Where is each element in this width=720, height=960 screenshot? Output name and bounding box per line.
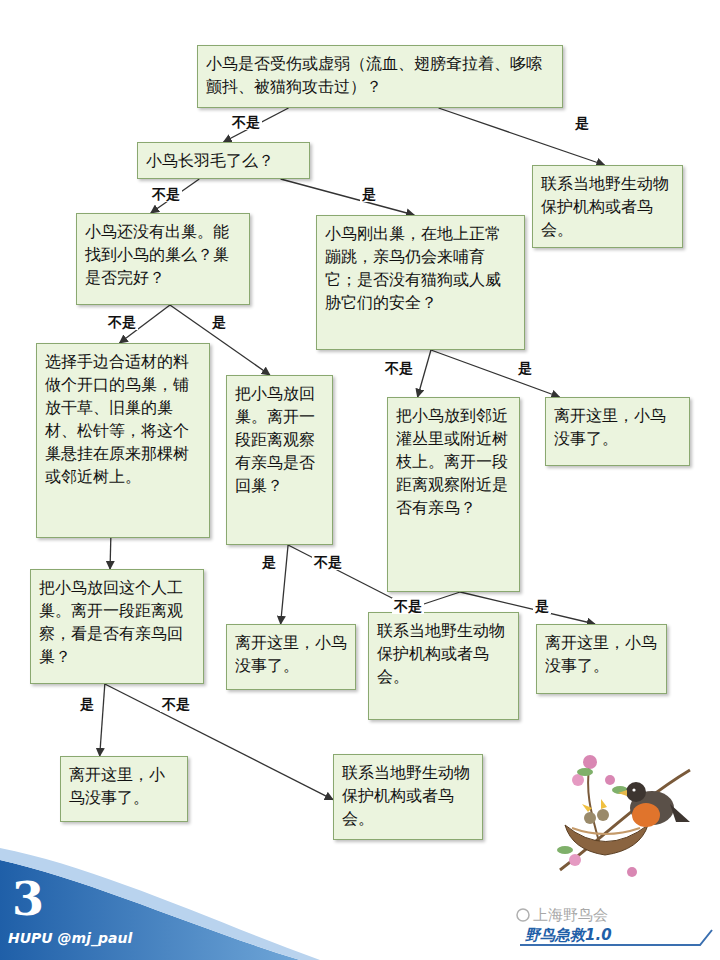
box-text: 离开这里，小鸟没事了。 [545, 631, 658, 677]
action-box: 联系当地野生动物保护机构或者鸟会。 [532, 165, 683, 248]
edge-label: 不是 [230, 114, 262, 130]
end-box: 离开这里，小鸟没事了。 [536, 624, 667, 694]
decision-box: 小鸟还没有出巢。能找到小鸟的巢么？巢是否完好？ [76, 213, 250, 305]
decision-box: 小鸟是否受伤或虚弱（流血、翅膀耷拉着、哆嗦颤抖、被猫狗攻击过）？ [197, 45, 563, 108]
swoosh-edge [0, 848, 320, 960]
box-text: 小鸟长羽毛了么？ [146, 149, 301, 172]
box-text: 把小鸟放回巢。离开一段距离观察有亲鸟是否回巢？ [235, 382, 324, 497]
connector [281, 545, 288, 624]
connector [431, 350, 560, 397]
box-text: 联系当地野生动物保护机构或者鸟会。 [342, 761, 474, 830]
connector [418, 350, 431, 397]
bird-illustration [557, 755, 690, 877]
edge-label: 是 [210, 314, 228, 330]
box-text: 离开这里，小鸟没事了。 [235, 631, 347, 677]
decision-box: 小鸟长羽毛了么？ [137, 142, 310, 179]
edge-label: 是 [78, 696, 96, 712]
wechat-icon [517, 909, 529, 921]
decision-box: 小鸟刚出巢，在地上正常蹦跳，亲鸟仍会来哺育它；是否没有猫狗或人威胁它们的安全？ [316, 215, 525, 350]
box-text: 把小鸟放到邻近灌丛里或附近树枝上。离开一段距离观察附近是否有亲鸟？ [396, 404, 511, 519]
credit: HUPU @mj_paul [8, 930, 132, 946]
decision-box: 把小鸟放回巢。离开一段距离观察有亲鸟是否回巢？ [226, 375, 333, 545]
edge-label: 是 [260, 554, 278, 570]
box-text: 离开这里，小鸟没事了。 [69, 763, 179, 809]
connector [109, 538, 111, 569]
edge-label: 是 [516, 360, 534, 376]
end-box: 离开这里，小鸟没事了。 [545, 397, 690, 466]
box-text: 小鸟是否受伤或虚弱（流血、翅膀耷拉着、哆嗦颤抖、被猫狗攻击过）？ [206, 52, 554, 98]
box-text: 联系当地野生动物保护机构或者鸟会。 [541, 172, 674, 241]
box-text: 小鸟刚出巢，在地上正常蹦跳，亲鸟仍会来哺育它；是否没有猫狗或人威胁它们的安全？ [325, 222, 516, 314]
edge-label: 不是 [150, 186, 182, 202]
action-box: 选择手边合适材的料做个开口的鸟巢，铺放干草、旧巢的巢材、松针等，将这个巢悬挂在原… [36, 343, 210, 538]
box-text: 离开这里，小鸟没事了。 [554, 404, 681, 450]
edge-label: 不是 [383, 360, 415, 376]
watermark: 上海野鸟会 [533, 906, 608, 925]
edge-label: 不是 [312, 554, 344, 570]
decision-box: 把小鸟放到邻近灌丛里或附近树枝上。离开一段距离观察附近是否有亲鸟？ [387, 397, 520, 592]
edge-label: 是 [360, 186, 378, 202]
action-box: 联系当地野生动物保护机构或者鸟会。 [368, 612, 519, 720]
edge-label: 是 [573, 115, 591, 131]
connector [281, 179, 415, 215]
edge-label: 不是 [160, 696, 192, 712]
decision-box: 把小鸟放回这个人工巢。离开一段距离观察，看是否有亲鸟回巢？ [30, 569, 204, 684]
connector [439, 108, 605, 165]
connector [224, 108, 289, 142]
connector [151, 179, 199, 213]
end-box: 离开这里，小鸟没事了。 [226, 624, 356, 690]
edge-label: 不是 [106, 314, 138, 330]
edge-label: 不是 [392, 598, 424, 614]
action-box: 联系当地野生动物保护机构或者鸟会。 [333, 754, 483, 840]
box-text: 联系当地野生动物保护机构或者鸟会。 [377, 619, 510, 688]
page-number: 3 [12, 872, 44, 926]
connector [100, 684, 105, 756]
footer-title: 野鸟急救1.0 [525, 926, 612, 945]
end-box: 离开这里，小鸟没事了。 [60, 756, 188, 822]
edge-label: 是 [533, 598, 551, 614]
box-text: 小鸟还没有出巢。能找到小鸟的巢么？巢是否完好？ [85, 220, 241, 289]
box-text: 把小鸟放回这个人工巢。离开一段距离观察，看是否有亲鸟回巢？ [39, 576, 195, 668]
box-text: 选择手边合适材的料做个开口的鸟巢，铺放干草、旧巢的巢材、松针等，将这个巢悬挂在原… [45, 350, 201, 488]
